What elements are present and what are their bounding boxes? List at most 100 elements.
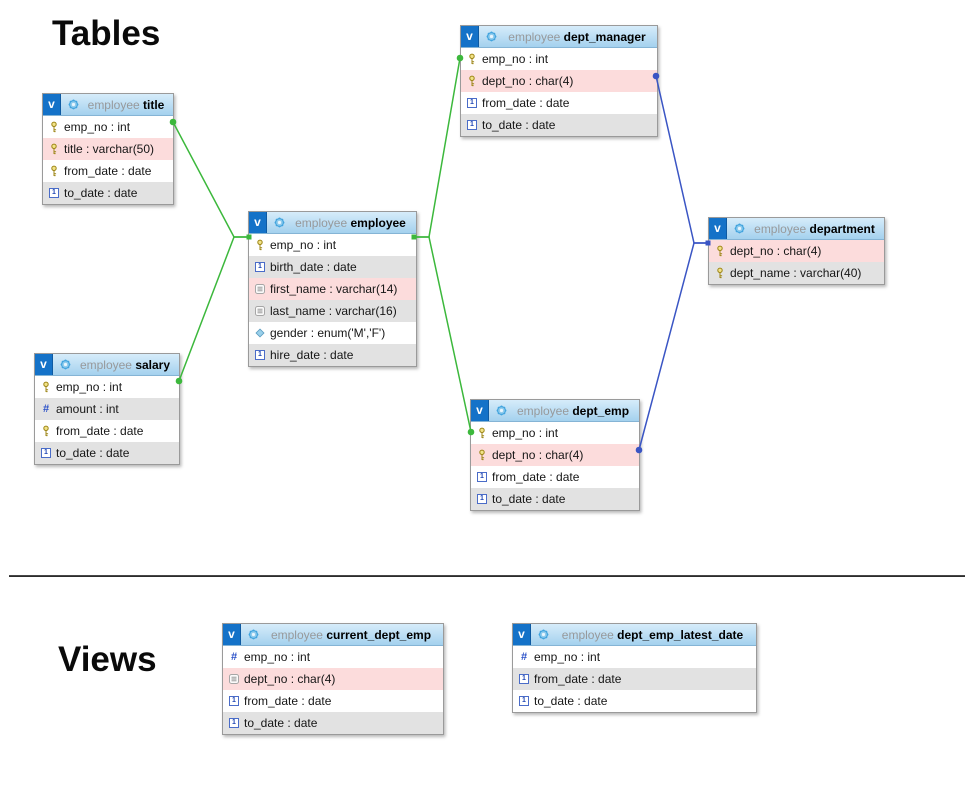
table-title[interactable]: v employee title emp_no : int title : varch… (42, 93, 174, 205)
column-row-gender[interactable]: gender : enum('M','F') (249, 322, 416, 344)
date-column-icon: 1 (465, 98, 479, 108)
schema-name: employee (561, 627, 614, 642)
entity-header[interactable]: v employee employee (249, 212, 416, 234)
view-badge: v (43, 94, 61, 115)
entity-name: dept_emp_latest_date (617, 627, 744, 642)
entity-name: salary (135, 357, 171, 372)
column-label: birth_date : date (270, 260, 357, 274)
entity-name: dept_emp (572, 403, 630, 418)
table-salary[interactable]: v employee salary emp_no : int # amount : in… (34, 353, 180, 465)
relationship-line-department-dept_manager (655, 75, 708, 244)
column-row-dept_no[interactable]: dept_no : char(4) (223, 668, 443, 690)
column-row-from_date[interactable]: from_date : date (43, 160, 173, 182)
entity-name: employee (350, 215, 406, 230)
numeric-column-icon: # (230, 651, 238, 663)
column-label: emp_no : int (534, 650, 601, 664)
column-label: from_date : date (64, 164, 152, 178)
gear-icon (246, 628, 260, 641)
entity-title: employee dept_manager (501, 30, 657, 44)
column-row-emp_no[interactable]: emp_no : int (461, 48, 657, 70)
relationship-line-employee-salary (178, 236, 249, 382)
entity-title: employee salary (75, 358, 179, 372)
column-row-dept_no[interactable]: dept_no : char(4) (709, 240, 884, 262)
gear-icon (484, 30, 498, 43)
date-column-icon: 1 (517, 674, 531, 684)
column-label: from_date : date (534, 672, 622, 686)
column-row-title[interactable]: title : varchar(50) (43, 138, 173, 160)
column-row-dept_no[interactable]: dept_no : char(4) (461, 70, 657, 92)
column-row-dept_no[interactable]: dept_no : char(4) (471, 444, 639, 466)
date-column-icon: 1 (475, 494, 489, 504)
column-row-emp_no[interactable]: #emp_no : int (513, 646, 756, 668)
entity-header[interactable]: v employee salary (35, 354, 179, 376)
column-row-emp_no[interactable]: emp_no : int (249, 234, 416, 256)
column-row-amount[interactable]: # amount : int (35, 398, 179, 420)
column-label: emp_no : int (270, 238, 337, 252)
schema-name: employee (87, 97, 140, 112)
entity-title: employee employee (289, 216, 416, 230)
view-badge: v (35, 354, 53, 375)
primary-key-icon (39, 381, 53, 393)
entity-header[interactable]: v employee title (43, 94, 173, 116)
entity-header[interactable]: v employee dept_emp_latest_date (513, 624, 756, 646)
entity-name: title (143, 97, 165, 112)
views-section-heading: Views (58, 640, 157, 679)
column-row-dept_name[interactable]: dept_name : varchar(40) (709, 262, 884, 284)
schema-name: employee (516, 403, 569, 418)
schema-name: employee (754, 221, 807, 236)
column-label: amount : int (56, 402, 119, 416)
date-column-icon: 1 (465, 120, 479, 130)
relationship-line-employee-dept_manager (414, 57, 461, 238)
column-label: emp_no : int (492, 426, 559, 440)
column-row-from_date[interactable]: from_date : date (35, 420, 179, 442)
text-column-icon (253, 306, 267, 316)
schema-name: employee (270, 627, 323, 642)
column-label: from_date : date (56, 424, 144, 438)
view-dept_emp_latest_date[interactable]: v employee dept_emp_latest_date #emp_no : … (512, 623, 757, 713)
primary-key-icon (465, 53, 479, 65)
numeric-column-icon: # (42, 403, 50, 415)
column-label: last_name : varchar(16) (270, 304, 397, 318)
column-row-emp_no[interactable]: # emp_no : int (223, 646, 443, 668)
view-badge: v (249, 212, 267, 233)
date-column-icon: 1 (517, 696, 531, 706)
column-label: to_date : date (492, 492, 566, 506)
primary-key-icon (713, 267, 727, 279)
column-label: from_date : date (244, 694, 332, 708)
primary-key-icon (713, 245, 727, 257)
column-label: hire_date : date (270, 348, 354, 362)
view-badge: v (513, 624, 531, 645)
gear-icon (58, 358, 72, 371)
date-column-icon: 1 (227, 718, 241, 728)
schema-name: employee (508, 29, 561, 44)
column-row-last_name[interactable]: last_name : varchar(16) (249, 300, 416, 322)
column-row-first_name[interactable]: first_name : varchar(14) (249, 278, 416, 300)
column-row-emp_no[interactable]: emp_no : int (471, 422, 639, 444)
column-row-emp_no[interactable]: emp_no : int (43, 116, 173, 138)
relationship-line-employee-title (172, 121, 249, 238)
column-label: emp_no : int (244, 650, 311, 664)
column-label: title : varchar(50) (64, 142, 155, 156)
column-row-emp_no[interactable]: emp_no : int (35, 376, 179, 398)
